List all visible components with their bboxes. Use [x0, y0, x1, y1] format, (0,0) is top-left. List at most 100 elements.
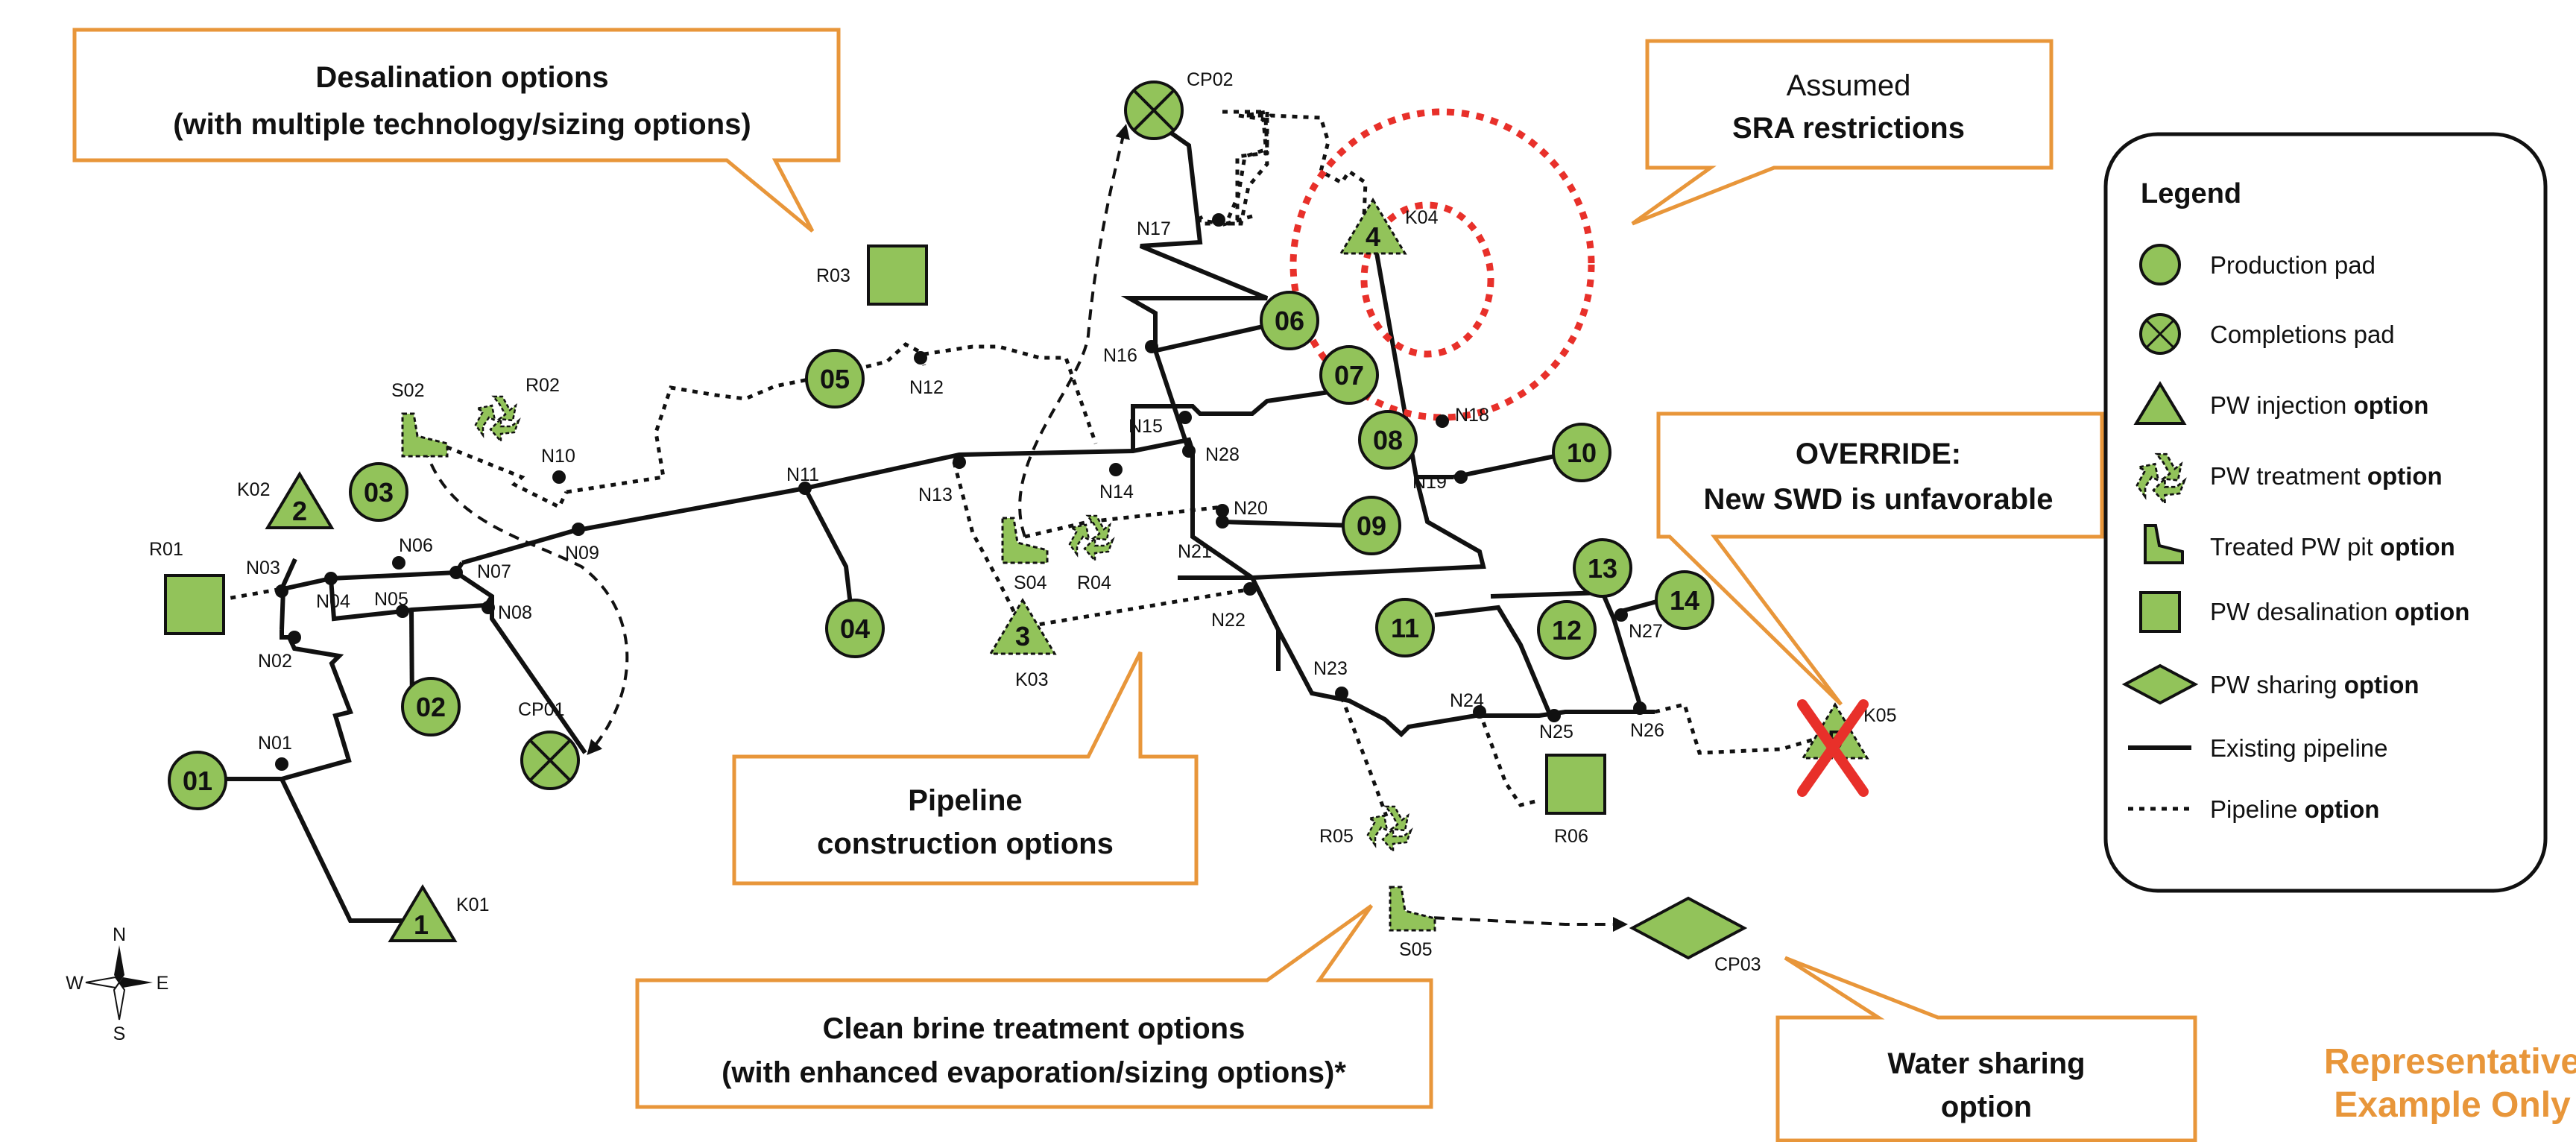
treatment-r02[interactable]: R02 [474, 375, 560, 443]
svg-text:K05: K05 [1863, 705, 1896, 726]
svg-text:2: 2 [292, 496, 307, 526]
production-pad-01[interactable]: 01 [168, 751, 227, 810]
node-label-n17: N17 [1137, 218, 1171, 239]
legend-item-pw-treatment: PW treatment option [2135, 452, 2443, 505]
pit-s05[interactable]: S05 [1389, 886, 1436, 960]
production-pad-03[interactable]: 03 [349, 462, 408, 522]
node-label-n11: N11 [786, 464, 819, 485]
svg-text:New SWD is unfavorable: New SWD is unfavorable [1704, 483, 2053, 516]
node-label-n23: N23 [1313, 658, 1348, 679]
production-pad-08[interactable]: 08 [1358, 410, 1418, 470]
completion-pad-cp02[interactable]: CP02 [1124, 69, 1234, 140]
legend-item-existing-pipeline: Existing pipeline [2128, 734, 2387, 762]
completion-pad-cp01[interactable]: CP01 [518, 699, 580, 790]
production-pad-12[interactable]: 12 [1537, 600, 1597, 660]
desal-r03[interactable]: R03 [816, 245, 928, 306]
svg-text:1: 1 [414, 909, 429, 940]
node-label-n07: N07 [477, 561, 511, 582]
svg-text:K04: K04 [1405, 207, 1439, 228]
svg-text:R04: R04 [1077, 572, 1111, 593]
node-label-n04: N04 [316, 591, 350, 612]
svg-text:01: 01 [183, 766, 212, 796]
pit-s04[interactable]: S04 [1001, 517, 1049, 593]
svg-text:option: option [1941, 1091, 2032, 1123]
treatment-r04[interactable]: R04 [1068, 514, 1114, 593]
svg-text:07: 07 [1334, 360, 1364, 391]
production-pad-06[interactable]: 06 [1260, 291, 1319, 350]
pit-s02[interactable]: S02 [391, 380, 449, 458]
svg-text:K01: K01 [456, 895, 489, 915]
svg-text:Existing pipeline: Existing pipeline [2210, 734, 2387, 762]
production-pad-10[interactable]: 10 [1552, 423, 1611, 482]
node-label-n10: N10 [541, 446, 575, 467]
legend-item-production-pad: Production pad [2139, 244, 2375, 286]
recycle-icon [474, 395, 520, 443]
svg-text:Pipeline option: Pipeline option [2210, 795, 2379, 823]
svg-text:04: 04 [840, 613, 870, 644]
sharing-option-cp03[interactable]: CP03 [1629, 896, 1761, 975]
svg-text:02: 02 [416, 692, 446, 722]
injection-k03[interactable]: 3 K03 [988, 598, 1057, 690]
svg-text:PW sharing option: PW sharing option [2210, 671, 2419, 698]
svg-text:Pipeline: Pipeline [908, 784, 1022, 817]
svg-text:R02: R02 [525, 375, 560, 396]
production-pad-05[interactable]: 05 [805, 349, 865, 408]
svg-text:PW desalination option: PW desalination option [2210, 598, 2469, 625]
injection-k02[interactable]: 2 K02 [237, 471, 335, 529]
production-pad-13[interactable]: 13 [1573, 538, 1632, 598]
svg-text:Example Only: Example Only [2334, 1085, 2571, 1125]
node-label-n19: N19 [1412, 472, 1447, 493]
injection-k01[interactable]: 1 K01 [388, 884, 489, 942]
production-pad-09[interactable]: 09 [1342, 496, 1401, 555]
svg-text:10: 10 [1567, 438, 1597, 468]
production-pad-14[interactable]: 14 [1655, 570, 1714, 630]
recycle-icon [1366, 805, 1412, 853]
node-label-n27: N27 [1629, 621, 1663, 642]
svg-text:R06: R06 [1554, 826, 1588, 847]
svg-text:14: 14 [1670, 585, 1699, 616]
svg-text:12: 12 [1552, 615, 1582, 646]
node-label-n05: N05 [374, 589, 408, 610]
pit-options: S02 S04 S05 [391, 380, 1436, 960]
production-pad-11[interactable]: 11 [1375, 598, 1435, 657]
sra-restriction-zone [1289, 108, 1595, 421]
svg-text:OVERRIDE:: OVERRIDE: [1796, 438, 1961, 470]
svg-text:Completions pad: Completions pad [2210, 321, 2395, 348]
svg-text:08: 08 [1373, 425, 1403, 455]
production-pad-07[interactable]: 07 [1319, 345, 1379, 405]
node-labels: N01 N02 N03 N04 N05 N06 N07 N08 N09 N10 … [246, 218, 1664, 754]
production-pad-04[interactable]: 04 [825, 599, 885, 658]
svg-text:06: 06 [1275, 306, 1304, 336]
callout-override: OVERRIDE: New SWD is unfavorable [1656, 411, 2104, 706]
svg-text:PW treatment option: PW treatment option [2210, 462, 2443, 490]
callout-desalination: Desalination options (with multiple tech… [72, 28, 841, 233]
svg-text:R01: R01 [149, 539, 183, 560]
compass-icon: N S W E [66, 924, 168, 1044]
svg-text:W: W [66, 973, 83, 994]
callout-brine: Clean brine treatment options (with enha… [635, 903, 1433, 1109]
node-label-n12: N12 [909, 377, 944, 398]
svg-text:05: 05 [820, 364, 850, 394]
svg-text:Production pad: Production pad [2210, 251, 2375, 279]
node-label-n08: N08 [498, 602, 532, 623]
desal-r06[interactable]: R06 [1545, 754, 1606, 847]
production-pad-02[interactable]: 02 [401, 677, 461, 736]
legend-item-pw-desalination: PW desalination option [2139, 591, 2469, 633]
node-label-n20: N20 [1234, 498, 1268, 519]
node-label-n14: N14 [1099, 482, 1134, 502]
desal-r01[interactable]: R01 [149, 539, 225, 635]
node-label-n13: N13 [918, 485, 953, 505]
node-label-n28: N28 [1205, 444, 1240, 465]
treatment-r05[interactable]: R05 [1319, 805, 1412, 853]
svg-text:4: 4 [1366, 221, 1380, 252]
svg-text:09: 09 [1357, 511, 1386, 541]
node-label-n18: N18 [1455, 405, 1489, 426]
injection-k04[interactable]: 4 K04 [1339, 198, 1439, 255]
node-label-n15: N15 [1128, 416, 1163, 437]
svg-text:(with multiple technology/sizi: (with multiple technology/sizing options… [173, 108, 751, 141]
svg-text:11: 11 [1391, 613, 1419, 643]
completion-pads: CP01 CP02 [518, 69, 1234, 790]
legend-item-pw-injection: PW injection option [2133, 381, 2428, 425]
dashed-arrows [423, 124, 1628, 932]
legend-item-treated-pw-pit: Treated PW pit option [2144, 524, 2455, 564]
